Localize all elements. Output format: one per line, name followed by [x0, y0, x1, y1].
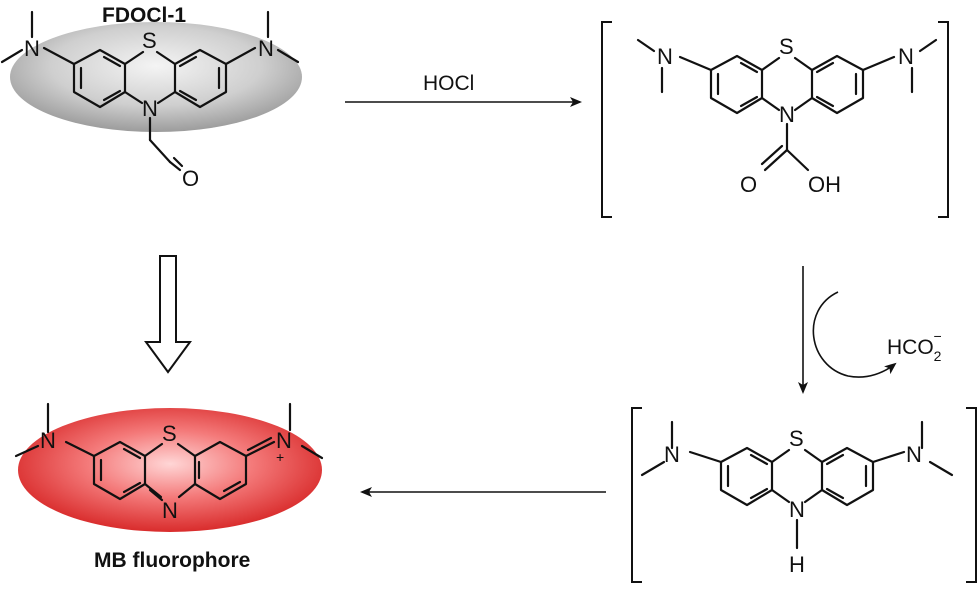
byproduct-label: HCO2− — [887, 328, 942, 364]
reagent-label: HOCl — [423, 72, 474, 95]
atom-n-center: N — [789, 497, 805, 522]
atom-oh: OH — [808, 172, 841, 197]
atom-n-right: N — [258, 36, 274, 61]
molecule-fdocl1: FDOCl-1 S N N N O — [0, 4, 302, 191]
probe-highlight-ellipse — [10, 22, 302, 132]
atom-s: S — [779, 34, 794, 59]
atom-o-carbonyl: O — [740, 172, 757, 197]
atom-n-right: N — [898, 44, 914, 69]
molecule-carbamic-intermediate: S N N N O OH — [601, 21, 949, 218]
arrow-decarboxylation: HCO2− — [798, 266, 942, 394]
probe-name-label: FDOCl-1 — [102, 4, 186, 27]
atom-n-right: N — [906, 442, 922, 467]
atom-n-left: N — [664, 442, 680, 467]
atom-n-left: N — [40, 428, 56, 453]
atom-h: H — [789, 552, 805, 577]
molecule-mb-fluorophore: S N N N + MB fluorophore — [14, 402, 324, 572]
atom-n-left: N — [24, 36, 40, 61]
atom-n-center: N — [142, 96, 158, 121]
molecule-leuco-mb: S N H N N — [631, 407, 977, 583]
atom-s: S — [162, 421, 177, 446]
hollow-arrow-down — [144, 255, 192, 374]
atom-n-center: N — [779, 102, 795, 127]
atom-n-right: N — [276, 428, 292, 453]
atom-n-center: N — [162, 498, 178, 523]
fluorophore-highlight-ellipse — [18, 408, 322, 532]
atom-s: S — [789, 426, 804, 451]
charge-plus: + — [276, 449, 284, 465]
arrow-hocl: HOCl — [345, 72, 582, 107]
atom-o-formyl: O — [182, 166, 199, 191]
product-name-label: MB fluorophore — [94, 549, 250, 572]
atom-n-left: N — [657, 44, 673, 69]
atom-s: S — [142, 28, 157, 53]
